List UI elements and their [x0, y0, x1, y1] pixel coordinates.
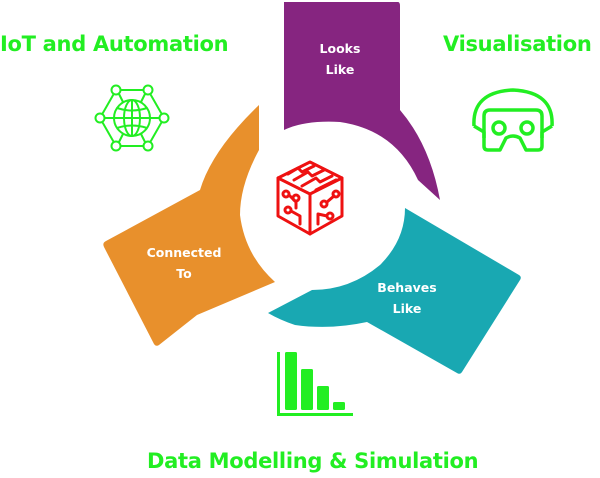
network-globe-icon	[94, 84, 170, 152]
vr-headset-icon	[472, 88, 554, 152]
label-looks-like: Looks Like	[290, 38, 390, 80]
segment-behaves-like	[268, 208, 521, 374]
label-connected-to-line1: Connected	[146, 245, 222, 260]
bar-chart-icon-bar-2	[301, 369, 313, 410]
label-behaves-like: Behaves Like	[357, 277, 457, 319]
segment-looks-like	[284, 2, 440, 200]
label-behaves-like-line1: Behaves	[377, 280, 437, 295]
label-connected-to-line2: To	[176, 266, 192, 281]
bar-chart-icon-bar-1	[285, 352, 297, 410]
bar-chart-icon	[277, 352, 353, 416]
heading-visualisation: Visualisation	[443, 32, 592, 56]
label-connected-to: Connected To	[134, 242, 234, 284]
circuit-cube-icon	[276, 160, 344, 236]
heading-iot-automation: IoT and Automation	[0, 32, 229, 56]
heading-data-modelling: Data Modelling & Simulation	[147, 449, 479, 473]
label-behaves-like-line2: Like	[392, 301, 422, 316]
bar-chart-icon-bar-4	[333, 402, 345, 410]
label-looks-like-line2: Like	[325, 62, 355, 77]
segment-connected-to	[103, 105, 275, 346]
bar-chart-icon-bar-3	[317, 386, 329, 410]
label-looks-like-line1: Looks	[319, 41, 361, 56]
